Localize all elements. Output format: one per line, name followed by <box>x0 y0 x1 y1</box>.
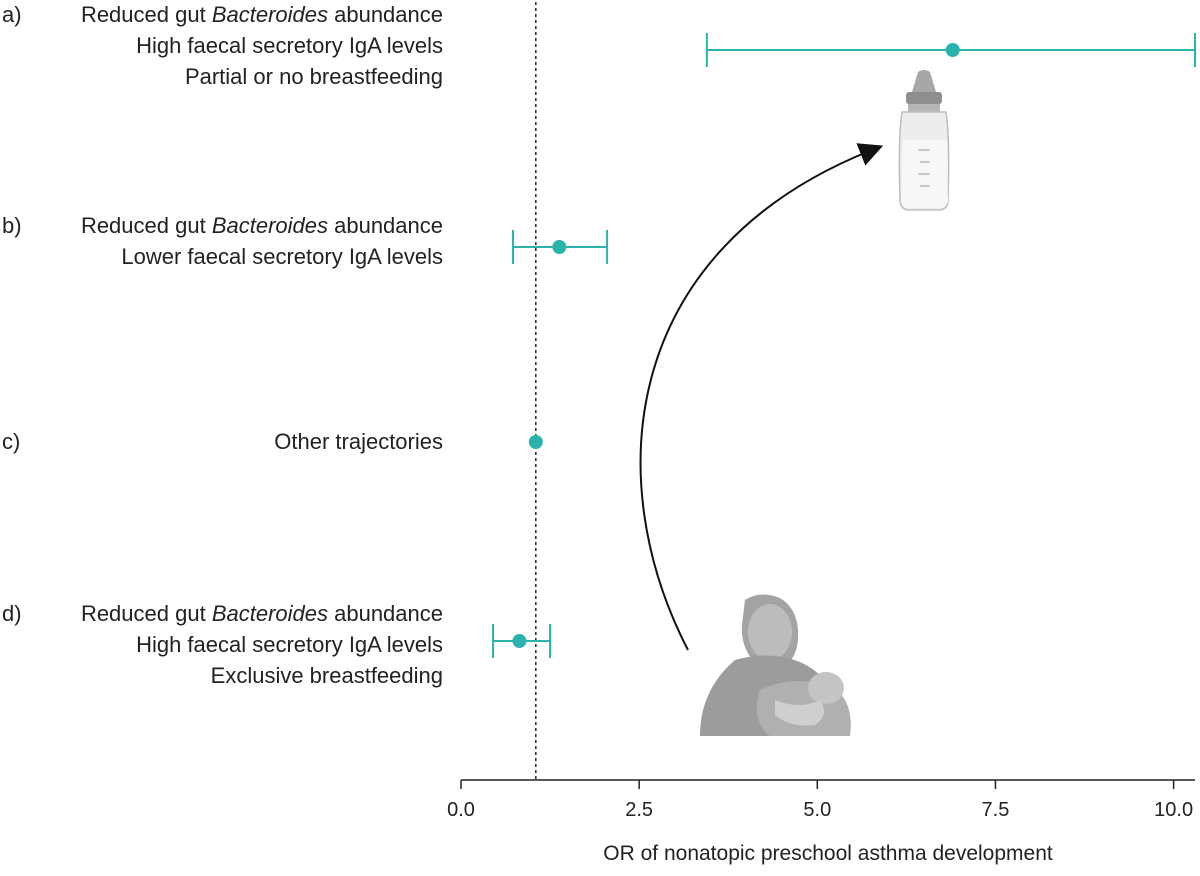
or-point <box>552 240 567 254</box>
row-letter: a) <box>2 2 22 27</box>
trajectory-arrow <box>639 143 884 651</box>
row-label-line: Exclusive breastfeeding <box>210 663 443 688</box>
row-label: Other trajectories <box>274 426 443 457</box>
row-label-line: High faecal secretory IgA levels <box>136 632 443 657</box>
row-label-line: Lower faecal secretory IgA levels <box>121 244 443 269</box>
x-tick-label: 5.0 <box>803 799 831 821</box>
breastfeeding-mother-icon <box>700 594 851 736</box>
row-label-line: Reduced gut Bacteroides abundance <box>80 601 443 626</box>
x-tick-label: 7.5 <box>982 799 1010 821</box>
or-point <box>945 43 960 57</box>
row-label-line: Other trajectories <box>274 429 443 454</box>
row-label-line: Reduced gut Bacteroides abundance <box>80 213 443 238</box>
x-axis: 0.0 2.5 5.0 7.5 10.0 <box>447 779 1195 821</box>
x-tick-label: 10.0 <box>1154 799 1193 821</box>
x-axis-label: OR of nonatopic preschool asthma develop… <box>603 842 1053 865</box>
data-marks <box>492 33 1196 658</box>
or-point <box>512 634 527 648</box>
row-label-line: Partial or no breastfeeding <box>184 64 443 89</box>
row-letter: c) <box>2 429 21 454</box>
row-label-line: High faecal secretory IgA levels <box>136 33 443 58</box>
baby-bottle-icon <box>898 70 950 211</box>
or-point <box>528 435 543 449</box>
row-letter: b) <box>2 213 22 238</box>
row-label-line: Reduced gut Bacteroides abundance <box>80 2 443 27</box>
row-letter: d) <box>2 601 22 626</box>
x-tick-label: 2.5 <box>625 799 653 821</box>
x-tick-label: 0.0 <box>447 799 475 821</box>
